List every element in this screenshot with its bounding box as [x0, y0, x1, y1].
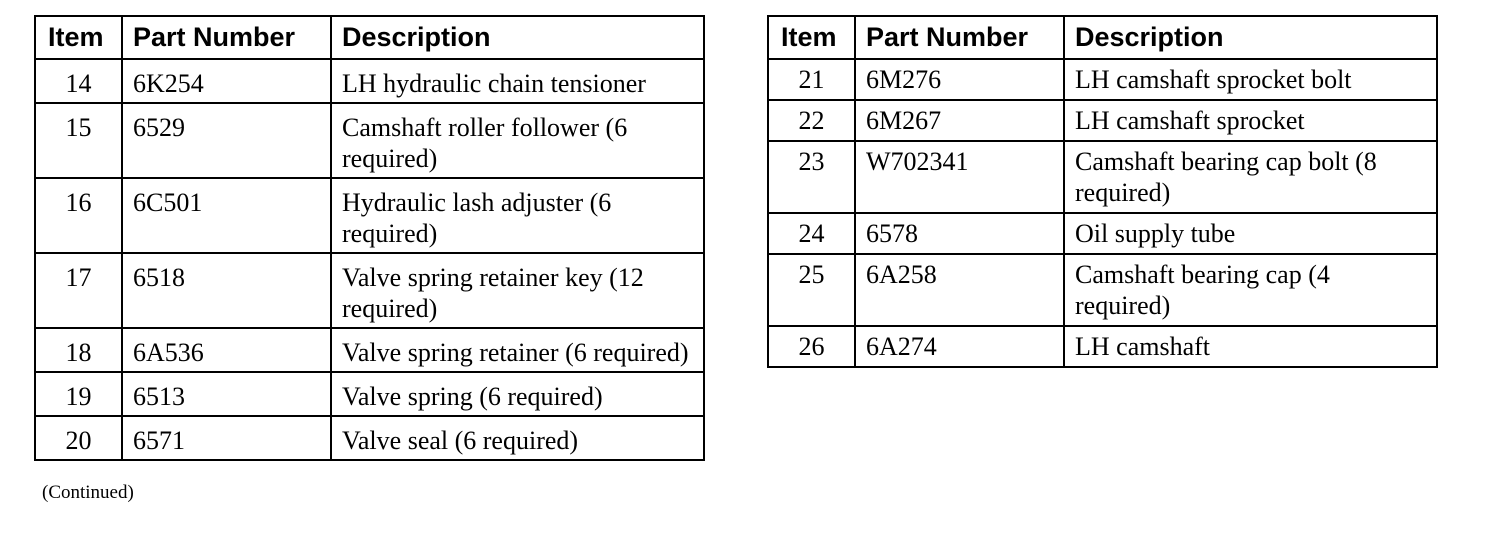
row-part-number: W702341 [854, 140, 1065, 214]
row-item: 23 [767, 140, 856, 214]
table-row: 14 6K254 LH hydraulic chain tensioner [34, 58, 705, 104]
row-part-number: 6A536 [121, 327, 332, 373]
row-description: LH camshaft sprocket [1063, 99, 1438, 142]
row-item: 21 [767, 58, 856, 101]
table-row: 24 6578 Oil supply tube [767, 212, 1438, 255]
table-row: 15 6529 Camshaft roller follower (6 requ… [34, 102, 705, 179]
table-row: 25 6A258 Camshaft bearing cap (4 require… [767, 253, 1438, 327]
row-part-number: 6M267 [854, 99, 1065, 142]
table-header-row: Item Part Number Description [34, 15, 705, 60]
header-item: Item [767, 15, 856, 60]
row-part-number: 6578 [854, 212, 1065, 255]
parts-table-right: Item Part Number Description 21 6M276 LH… [767, 15, 1438, 368]
continued-note: (Continued) [42, 482, 134, 503]
row-description: Camshaft bearing cap (4 required) [1063, 253, 1438, 327]
row-item: 19 [34, 371, 123, 417]
row-description: LH hydraulic chain tensioner [330, 58, 705, 104]
row-item: 18 [34, 327, 123, 373]
row-part-number: 6M276 [854, 58, 1065, 101]
table-row: 22 6M267 LH camshaft sprocket [767, 99, 1438, 142]
row-item: 14 [34, 58, 123, 104]
row-item: 15 [34, 102, 123, 179]
row-description: Hydraulic lash adjuster (6 required) [330, 177, 705, 254]
row-description: Valve spring (6 required) [330, 371, 705, 417]
table-row: 19 6513 Valve spring (6 required) [34, 371, 705, 417]
table-row: 26 6A274 LH camshaft [767, 325, 1438, 368]
parts-table-left: Item Part Number Description 14 6K254 LH… [34, 15, 705, 461]
row-description: Camshaft roller follower (6 required) [330, 102, 705, 179]
row-part-number: 6A258 [854, 253, 1065, 327]
row-part-number: 6513 [121, 371, 332, 417]
table-row: 17 6518 Valve spring retainer key (12 re… [34, 252, 705, 329]
row-description: Valve spring retainer key (12 required) [330, 252, 705, 329]
header-part-number: Part Number [121, 15, 332, 60]
row-item: 20 [34, 415, 123, 461]
table-row: 16 6C501 Hydraulic lash adjuster (6 requ… [34, 177, 705, 254]
table-row: 18 6A536 Valve spring retainer (6 requir… [34, 327, 705, 373]
table-header-row: Item Part Number Description [767, 15, 1438, 60]
header-description: Description [1063, 15, 1438, 60]
row-part-number: 6A274 [854, 325, 1065, 368]
row-part-number: 6571 [121, 415, 332, 461]
table-row: 21 6M276 LH camshaft sprocket bolt [767, 58, 1438, 101]
row-item: 16 [34, 177, 123, 254]
row-item: 24 [767, 212, 856, 255]
row-item: 17 [34, 252, 123, 329]
row-part-number: 6518 [121, 252, 332, 329]
header-item: Item [34, 15, 123, 60]
row-description: Valve spring retainer (6 required) [330, 327, 705, 373]
row-item: 22 [767, 99, 856, 142]
table-row: 20 6571 Valve seal (6 required) [34, 415, 705, 461]
row-description: Valve seal (6 required) [330, 415, 705, 461]
header-description: Description [330, 15, 705, 60]
row-description: Oil supply tube [1063, 212, 1438, 255]
row-item: 26 [767, 325, 856, 368]
row-part-number: 6K254 [121, 58, 332, 104]
table-row: 23 W702341 Camshaft bearing cap bolt (8 … [767, 140, 1438, 214]
row-part-number: 6529 [121, 102, 332, 179]
row-description: LH camshaft sprocket bolt [1063, 58, 1438, 101]
row-item: 25 [767, 253, 856, 327]
row-part-number: 6C501 [121, 177, 332, 254]
row-description: Camshaft bearing cap bolt (8 required) [1063, 140, 1438, 214]
header-part-number: Part Number [854, 15, 1065, 60]
row-description: LH camshaft [1063, 325, 1438, 368]
